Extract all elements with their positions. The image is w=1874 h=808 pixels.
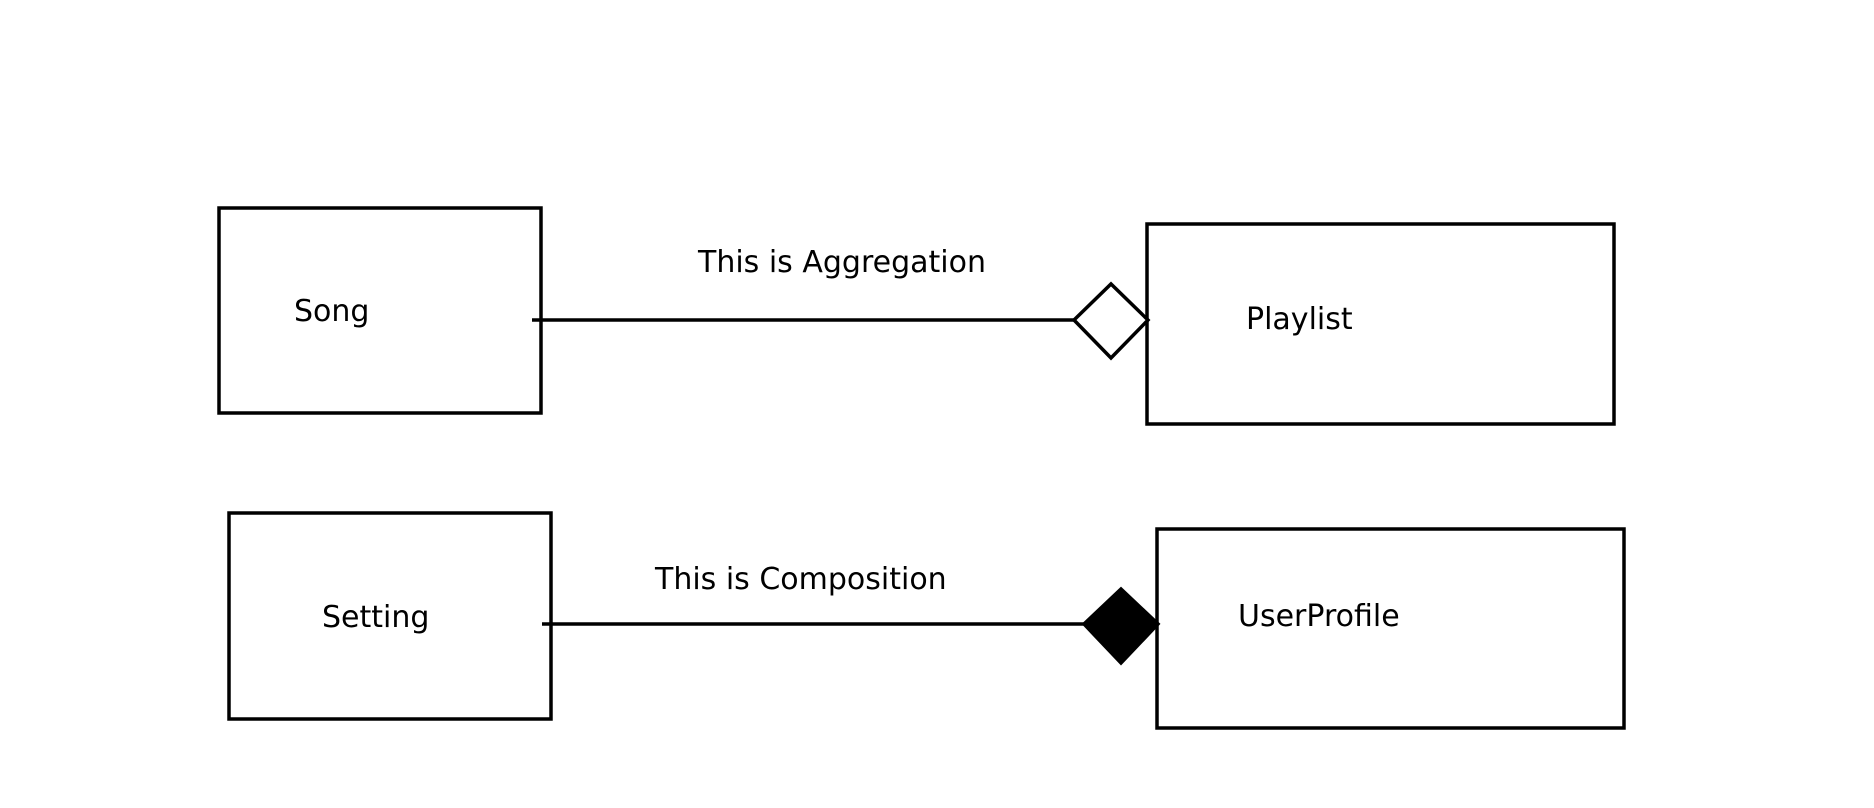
aggregation-relation: Song Playlist This is Aggregation (217, 206, 1616, 426)
userprofile-class-label: UserProfile (1238, 599, 1400, 634)
hollow-diamond-icon (1071, 281, 1151, 361)
song-class-box (217, 206, 543, 415)
playlist-class-box (1145, 222, 1616, 426)
composition-label: This is Composition (654, 562, 947, 597)
aggregation-label: This is Aggregation (697, 245, 986, 280)
userprofile-class-box (1155, 527, 1626, 730)
song-class-label: Song (294, 294, 369, 329)
composition-relation: Setting UserProfile This is Composition (227, 511, 1626, 730)
filled-diamond-icon (1081, 586, 1161, 666)
setting-class-label: Setting (322, 600, 429, 635)
playlist-class-label: Playlist (1246, 302, 1353, 337)
setting-class-box (227, 511, 553, 721)
